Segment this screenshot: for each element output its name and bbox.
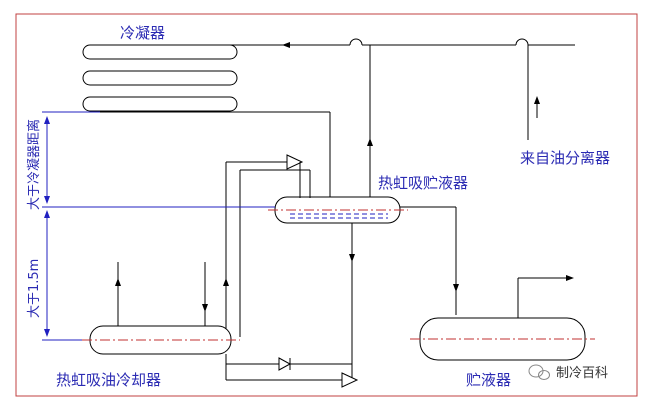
above-condenser-distance-label: 大于冷凝器距离 bbox=[26, 119, 42, 210]
riser-line bbox=[223, 154, 311, 337]
watermark-text: 制冷百科 bbox=[556, 366, 608, 381]
bottom-liquid-lines bbox=[225, 354, 359, 388]
thermosiphon-receiver bbox=[268, 196, 408, 224]
condenser-outlet-line bbox=[100, 111, 331, 198]
oil-cooler-label: 热虹吸油冷却器 bbox=[56, 371, 161, 389]
watermark: 制冷百科 bbox=[528, 364, 608, 381]
from-oil-separator-label: 来自油分离器 bbox=[520, 149, 610, 167]
receiver-label: 贮液器 bbox=[466, 371, 511, 389]
thermosiphon-receiver-label: 热虹吸贮液器 bbox=[378, 174, 468, 192]
wechat-icon bbox=[528, 364, 550, 380]
liquid-line-to-receiver bbox=[349, 206, 459, 380]
discharge-line bbox=[100, 38, 575, 200]
condenser-label: 冷凝器 bbox=[120, 24, 165, 42]
thermosiphon-oil-cooler bbox=[82, 262, 240, 355]
frame bbox=[15, 13, 638, 397]
receiver-vessel bbox=[410, 275, 595, 361]
dimension-lines bbox=[42, 111, 275, 341]
above-1-5m-label: 大于1.5m bbox=[27, 259, 42, 318]
condenser-coil bbox=[82, 44, 238, 112]
